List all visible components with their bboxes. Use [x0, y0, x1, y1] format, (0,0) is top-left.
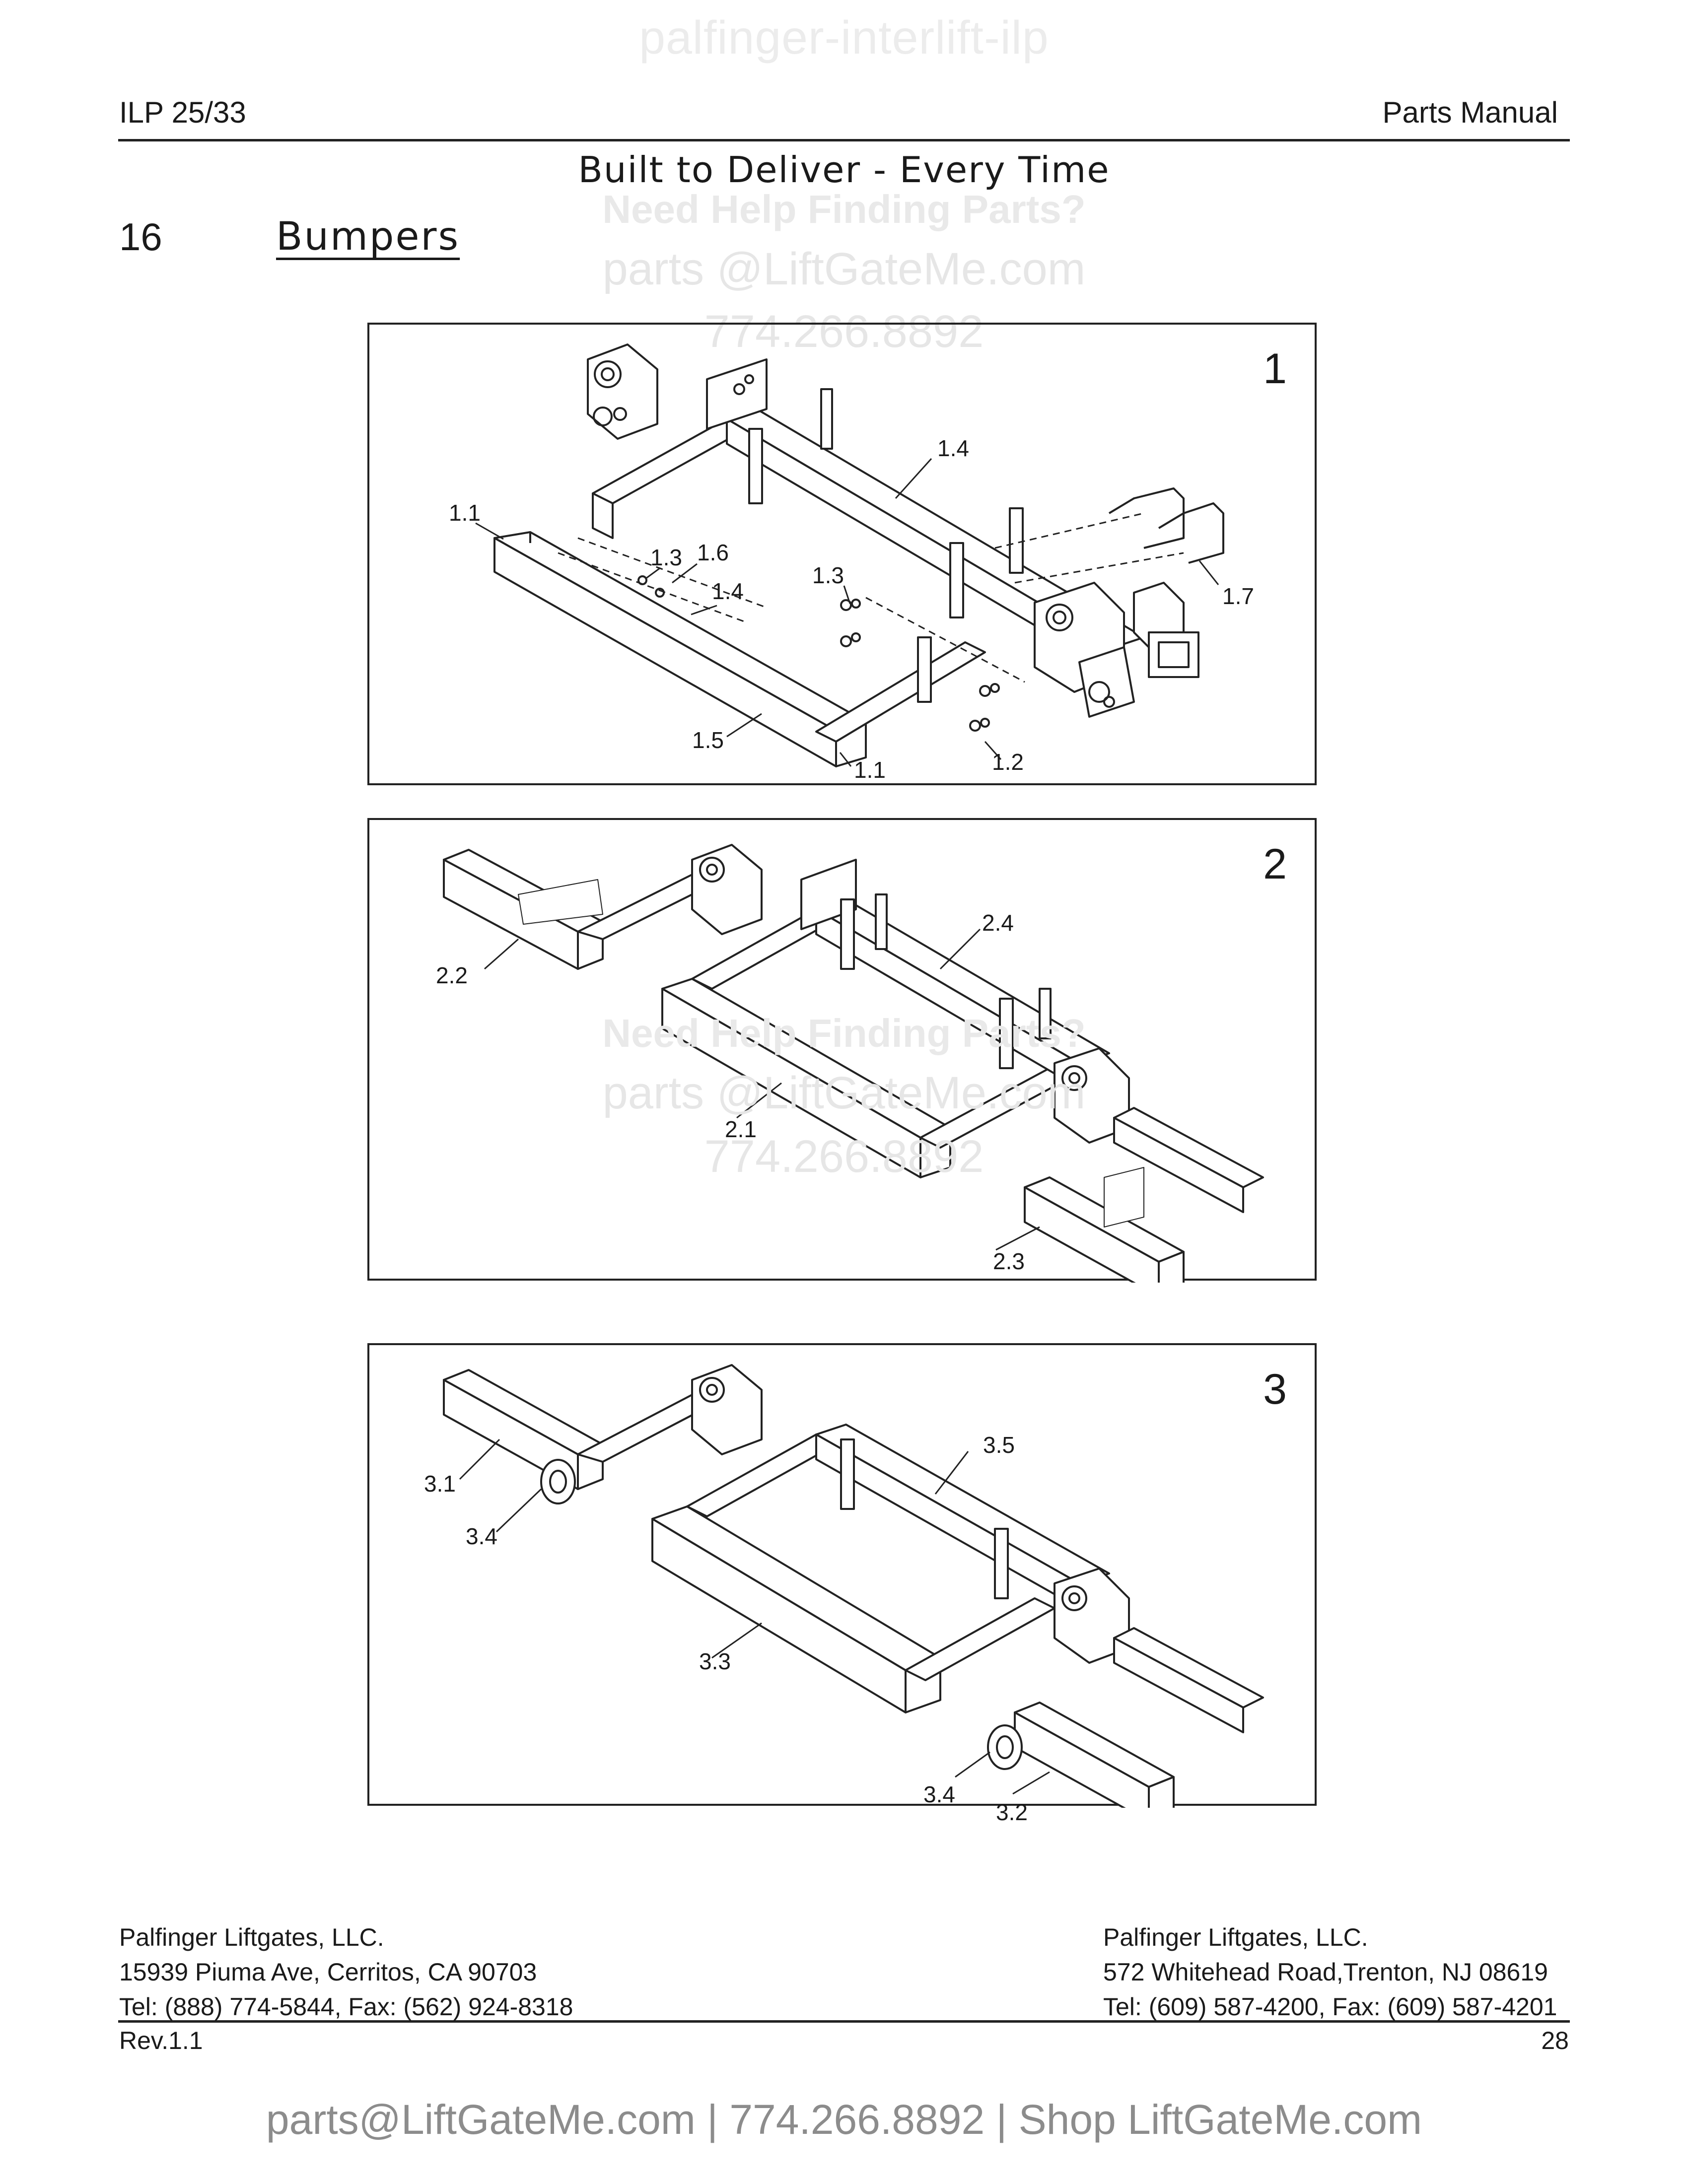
callout-2-3: 2.3	[993, 1248, 1025, 1274]
footer-left-address: Palfinger Liftgates, LLC. 15939 Piuma Av…	[119, 1920, 573, 2024]
footer-left-company: Palfinger Liftgates, LLC.	[119, 1923, 384, 1951]
phone-watermark-mid: 774.266.8892	[704, 1131, 984, 1182]
callout-1-3-b: 1.3	[812, 562, 844, 588]
callout-2-4: 2.4	[982, 910, 1014, 936]
callout-1-1-b: 1.1	[854, 757, 886, 783]
tagline: Built to Deliver - Every Time	[578, 149, 1110, 191]
figure-1-number: 1	[1263, 345, 1287, 393]
help-watermark: Need Help Finding Parts?	[602, 187, 1086, 231]
callout-3-2: 3.2	[996, 1799, 1028, 1825]
footer-left-street: 15939 Piuma Ave, Cerritos, CA 90703	[119, 1958, 537, 1986]
callout-3-3: 3.3	[699, 1648, 731, 1674]
header-manual-title: Parts Manual	[1382, 96, 1558, 129]
callout-3-4-a: 3.4	[466, 1523, 497, 1549]
phone-watermark: 774.266.8892	[704, 306, 984, 357]
footer-right-company: Palfinger Liftgates, LLC.	[1103, 1923, 1368, 1951]
figure-3-number: 3	[1263, 1365, 1287, 1413]
help-watermark-mid: Need Help Finding Parts?	[602, 1011, 1086, 1055]
callout-3-5: 3.5	[983, 1432, 1015, 1458]
bottom-contact-watermark: parts@LiftGateMe.com | 774.266.8892 | Sh…	[266, 2096, 1422, 2143]
callout-1-2: 1.2	[992, 749, 1024, 775]
footer-right-address: Palfinger Liftgates, LLC. 572 Whitehead …	[1103, 1920, 1557, 2024]
section-number: 16	[119, 215, 162, 259]
callout-1-6: 1.6	[697, 540, 729, 565]
callout-1-5: 1.5	[692, 727, 724, 753]
callout-2-2: 2.2	[436, 962, 468, 988]
callout-1-3-a: 1.3	[650, 545, 682, 570]
figure-1-drawing	[475, 343, 1224, 767]
callout-1-4-a: 1.4	[937, 435, 969, 461]
footer-left-phone: Tel: (888) 774-5844, Fax: (562) 924-8318	[119, 1993, 573, 2021]
section-title: Bumpers	[276, 214, 460, 259]
email-watermark: parts @LiftGateMe.com	[602, 244, 1086, 294]
callout-1-4-b: 1.4	[712, 578, 744, 604]
callout-3-4-b: 3.4	[923, 1781, 955, 1807]
footer-divider	[118, 2020, 1570, 2023]
figure-3-drawing	[443, 1364, 1264, 1808]
figure-2-panel: 2 2.4 2.2 2.1 2.3	[367, 818, 1317, 1283]
email-watermark-mid: parts @LiftGateMe.com	[602, 1068, 1086, 1118]
top-watermark: palfinger-interlift-ilp	[639, 11, 1049, 64]
callout-1-1-a: 1.1	[449, 500, 481, 526]
footer-right-street: 572 Whitehead Road,Trenton, NJ 08619	[1103, 1958, 1548, 1986]
page-number: 28	[1541, 2027, 1569, 2054]
figure-2-drawing	[443, 844, 1264, 1283]
callout-1-7: 1.7	[1222, 583, 1254, 609]
callout-3-1: 3.1	[424, 1471, 456, 1497]
figure-3-panel: 3 3.5 3.1 3.4 3.3 3.4 3.2	[367, 1343, 1317, 1825]
header-divider	[118, 139, 1570, 141]
revision-label: Rev.1.1	[119, 2027, 203, 2054]
footer-right-phone: Tel: (609) 587-4200, Fax: (609) 587-4201	[1103, 1993, 1557, 2021]
header-model: ILP 25/33	[119, 96, 246, 129]
figure-2-number: 2	[1263, 840, 1287, 888]
figure-1-panel: 1 1.4 1.1 1.3 1.6 1.4 1.3 1.7 1.5 1.1 1.…	[367, 323, 1317, 785]
callout-2-1: 2.1	[725, 1116, 757, 1142]
